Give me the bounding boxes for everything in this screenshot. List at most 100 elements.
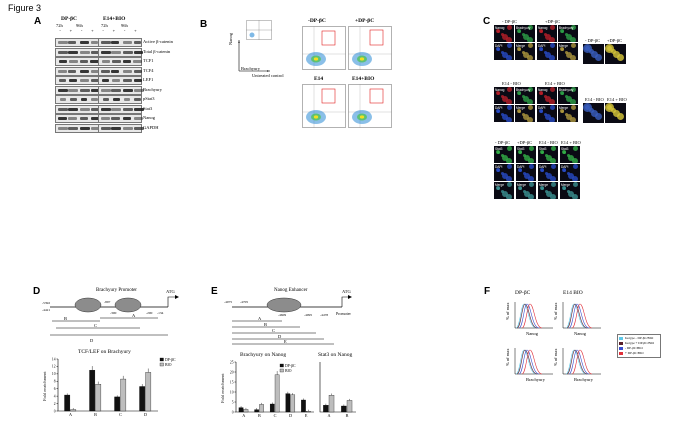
microscopy-tile-label: DAPI	[495, 165, 503, 169]
blot-band	[90, 60, 99, 63]
flow-title-e14-bio: E14+BIO	[352, 76, 375, 82]
blot-band	[111, 41, 119, 44]
blot-band	[69, 60, 78, 63]
cell-blob	[501, 190, 504, 193]
bar	[274, 374, 280, 413]
cell-blob	[571, 43, 576, 48]
blot-band	[112, 60, 121, 63]
cell-blob	[522, 113, 525, 116]
blot-band	[134, 79, 142, 82]
cell-blob	[560, 109, 564, 113]
blot-strip	[98, 114, 143, 123]
blot-band	[58, 117, 67, 120]
position-4075: -4075	[224, 300, 232, 304]
cell-blob	[551, 146, 556, 151]
blot-band	[80, 107, 90, 111]
y-tick-label: 4	[54, 394, 56, 398]
cell-blob	[545, 96, 551, 102]
cell-blob	[517, 91, 521, 95]
blot-band	[68, 69, 76, 73]
histogram-plot	[562, 302, 601, 329]
region-d: D	[90, 338, 94, 343]
x-category-label: C	[119, 412, 122, 417]
blot-row-label: Total β-catenin	[143, 48, 171, 54]
microscopy-tile-label: DAPI	[517, 165, 525, 169]
microscopy-tile: Merge	[516, 182, 536, 199]
blot-row-label: Active β-catenin	[143, 39, 173, 44]
microscopy-tile-label: Merge	[561, 183, 571, 187]
blot-strip	[55, 95, 99, 104]
cell-blob	[528, 43, 533, 48]
cell-blob	[605, 44, 614, 53]
blot-band	[102, 79, 109, 82]
microscopy-large-tile	[583, 44, 604, 64]
cell-blob	[546, 173, 552, 179]
cell-blob	[522, 33, 525, 36]
microscopy-title: - DP-βC	[585, 38, 601, 43]
microscopy-tile-label: Nanog	[538, 88, 548, 92]
blot-band	[91, 117, 100, 120]
microscopy-tile-label: Nanog	[495, 26, 505, 30]
blot-band	[101, 41, 111, 44]
cell-blob	[507, 43, 512, 48]
blot-band	[69, 79, 77, 82]
histogram-plot	[514, 348, 553, 375]
microscopy-tile: DAPI	[494, 105, 514, 122]
microscopy-tile: Merge	[515, 105, 535, 122]
blot-band	[91, 69, 99, 73]
microscopy-tile-label: Merge	[559, 44, 569, 48]
cell-blob	[529, 164, 534, 169]
cell-blob	[589, 49, 594, 54]
cell-blob	[545, 172, 548, 175]
y-tick-label: 2	[54, 402, 56, 406]
histogram-plot	[514, 302, 553, 329]
microscopy-tile-label: DAPI	[495, 106, 503, 110]
microscopy-tile: DAPI	[494, 43, 514, 60]
cell-blob	[539, 109, 543, 113]
microscopy-tile: DAPI	[537, 105, 557, 122]
microscopy-tile: Stat3	[538, 146, 558, 163]
blot-band	[91, 50, 100, 54]
cell-blob	[617, 54, 624, 61]
cell-blob	[502, 96, 508, 102]
flow-untreated-label: Untreated control	[252, 73, 284, 78]
cell-blob	[560, 29, 564, 33]
cell-blob	[550, 176, 556, 181]
cell-blob	[506, 176, 512, 181]
cell-blob	[539, 29, 543, 33]
cell-blob	[528, 105, 533, 110]
blot-band	[123, 41, 132, 44]
cell-blob	[591, 51, 598, 58]
legend-item-3: + DP-βC/BIO	[619, 351, 659, 356]
cell-blob	[595, 54, 602, 61]
cell-blob	[501, 172, 504, 175]
hist-col-title-e14-bio: E14 BIO	[563, 290, 583, 296]
flow-title-minus-dp-bc: -DP-βC	[308, 18, 326, 24]
cell-blob	[523, 96, 529, 102]
x-category-label: A	[242, 413, 245, 418]
histogram-ylabel: % of max	[553, 348, 558, 367]
microscopy-tile-label: Stat3	[561, 147, 569, 151]
x-category-label: B	[258, 413, 261, 418]
blot-band	[91, 79, 99, 82]
blot-band	[134, 88, 144, 92]
legend-swatch	[279, 368, 284, 373]
cell-blob	[566, 114, 572, 120]
blot-band	[112, 79, 120, 82]
microscopy-tile: Brachyury	[515, 25, 535, 42]
blot-band	[123, 50, 133, 54]
cell-blob	[570, 99, 576, 104]
cell-blob	[517, 47, 521, 51]
bar	[341, 405, 347, 413]
legend-swatch	[159, 362, 164, 367]
y-tick-label: 15	[230, 380, 234, 384]
y-tick-label: 0	[54, 409, 56, 413]
legend-label: BIO	[165, 363, 172, 367]
x-category-label: A	[327, 413, 330, 418]
cell-blob	[523, 172, 526, 175]
cell-blob	[567, 172, 570, 175]
blot-row-label: Brachyury	[143, 86, 162, 92]
blot-band	[123, 79, 132, 82]
microscopy-tile-label: Brachyury	[559, 26, 574, 30]
legend-swatch	[279, 363, 284, 368]
